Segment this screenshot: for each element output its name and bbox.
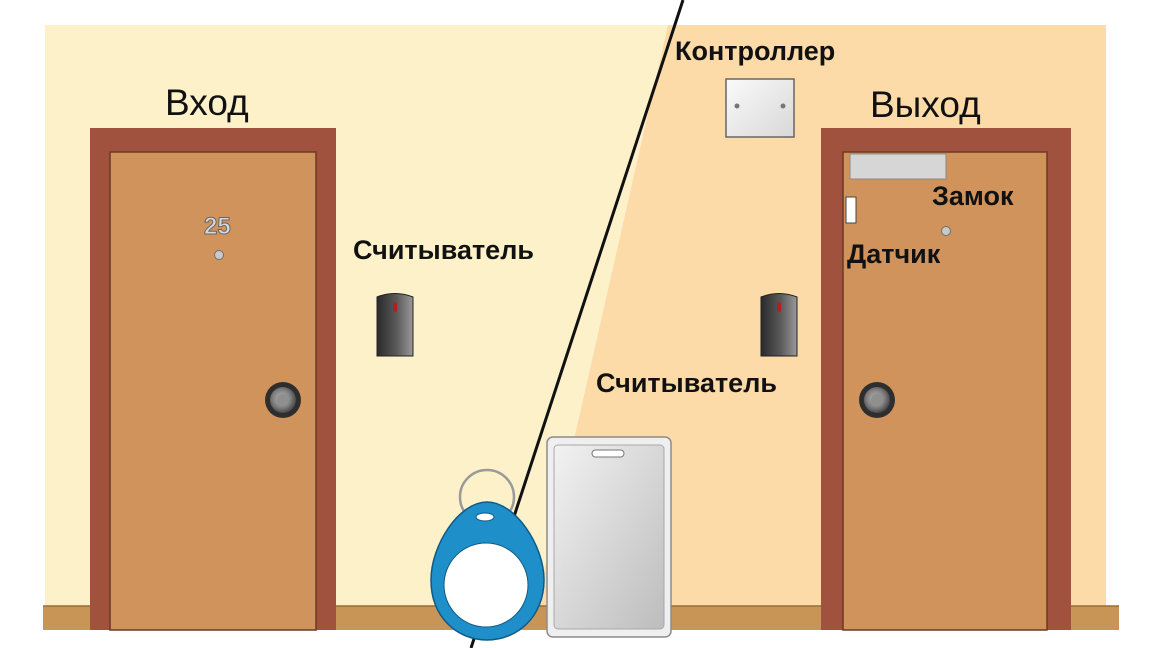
door-sensor-icon — [845, 196, 857, 224]
entrance-label: Вход — [165, 82, 249, 123]
lock-label: Замок — [932, 181, 1014, 211]
entrance-door — [90, 128, 336, 631]
rfid-keyfob-icon — [430, 468, 545, 641]
controller-label: Контроллер — [675, 36, 836, 66]
peephole-icon — [214, 250, 224, 260]
exit-label: Выход — [870, 84, 981, 125]
door-number: 25 — [204, 213, 232, 240]
card-reader-exit-icon — [760, 293, 798, 357]
controller-box — [725, 78, 795, 138]
exit-peephole-icon — [941, 226, 951, 236]
card-reader-entrance-icon — [376, 293, 414, 357]
sensor-label: Датчик — [847, 239, 941, 269]
reader-label-entrance: Считыватель — [353, 235, 534, 265]
electromagnetic-lock-icon — [849, 153, 947, 180]
exit-door — [821, 128, 1071, 631]
reader-label-exit: Считыватель — [596, 368, 777, 398]
proximity-card-icon — [546, 436, 672, 638]
